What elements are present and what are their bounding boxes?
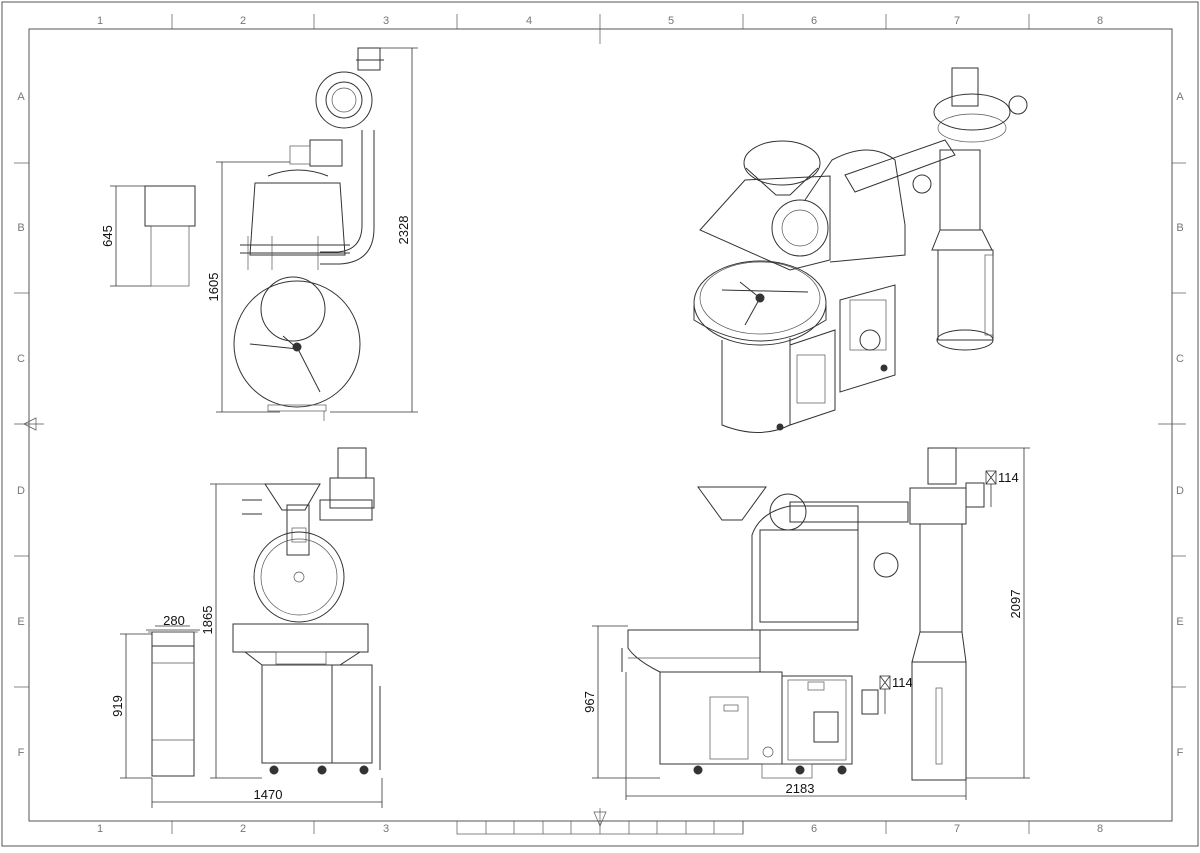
zone-row-c-left: C bbox=[17, 353, 25, 365]
zone-row-f-right: F bbox=[1177, 747, 1184, 759]
zone-col-3-top: 3 bbox=[383, 15, 389, 27]
bottom-ruler bbox=[456, 820, 744, 835]
dim-645: 645 bbox=[100, 225, 115, 247]
zone-row-d-left: D bbox=[17, 485, 25, 497]
zone-row-a-right: A bbox=[1176, 91, 1184, 103]
dim-1605: 1605 bbox=[206, 273, 221, 302]
zone-col-8-bottom: 8 bbox=[1097, 823, 1103, 835]
zone-row-f-left: F bbox=[18, 747, 25, 759]
top-view-dimension-lines bbox=[110, 47, 418, 413]
zone-col-7-bottom: 7 bbox=[954, 823, 960, 835]
hopper-block bbox=[144, 185, 196, 227]
zone-row-d-right: D bbox=[1176, 485, 1184, 497]
dim-919: 919 bbox=[110, 695, 125, 717]
zone-col-1-top: 1 bbox=[97, 15, 103, 27]
zone-row-b-right: B bbox=[1176, 222, 1183, 234]
side-view bbox=[621, 447, 985, 781]
zone-row-c-right: C bbox=[1176, 353, 1184, 365]
drum-circle bbox=[260, 276, 326, 342]
zone-col-8-top: 8 bbox=[1097, 15, 1103, 27]
zone-col-2-bottom: 2 bbox=[240, 823, 246, 835]
cooling-tray bbox=[233, 280, 361, 408]
drum-housing bbox=[249, 182, 346, 256]
dim-114-upper: 114 bbox=[998, 470, 1019, 485]
isometric-view bbox=[693, 67, 1028, 433]
dim-1470: 1470 bbox=[254, 787, 283, 802]
zone-col-1-bottom: 1 bbox=[97, 823, 103, 835]
zone-col-6-bottom: 6 bbox=[811, 823, 817, 835]
hopper-stand bbox=[150, 225, 190, 287]
front-view-dimension-lines bbox=[120, 483, 383, 808]
dim-114-lower: 114 bbox=[892, 675, 913, 690]
zone-col-3-bottom: 3 bbox=[383, 823, 389, 835]
zone-col-6-top: 6 bbox=[811, 15, 817, 27]
zone-col-2-top: 2 bbox=[240, 15, 246, 27]
zone-col-7-top: 7 bbox=[954, 15, 960, 27]
zone-col-4-top: 4 bbox=[526, 15, 532, 27]
dim-967: 967 bbox=[582, 691, 597, 713]
iso-cooling-tray bbox=[693, 260, 827, 346]
dim-2097: 2097 bbox=[1008, 590, 1023, 619]
top-view bbox=[144, 47, 384, 421]
zone-col-5-top: 5 bbox=[668, 15, 674, 27]
front-view bbox=[148, 447, 381, 777]
dim-280: 280 bbox=[163, 613, 185, 628]
row-ticks bbox=[14, 162, 1186, 688]
dim-2328: 2328 bbox=[396, 216, 411, 245]
centering-marks bbox=[14, 417, 607, 834]
zone-row-b-left: B bbox=[17, 222, 24, 234]
column-ticks bbox=[171, 14, 1030, 834]
inner-border bbox=[28, 28, 1173, 822]
zone-row-e-right: E bbox=[1176, 616, 1183, 628]
zone-row-e-left: E bbox=[17, 616, 24, 628]
side-view-dimension-lines bbox=[592, 447, 1030, 800]
zone-row-a-left: A bbox=[17, 91, 25, 103]
dim-1865: 1865 bbox=[200, 606, 215, 635]
fan-housing bbox=[315, 71, 373, 129]
dim-2183: 2183 bbox=[786, 781, 815, 796]
